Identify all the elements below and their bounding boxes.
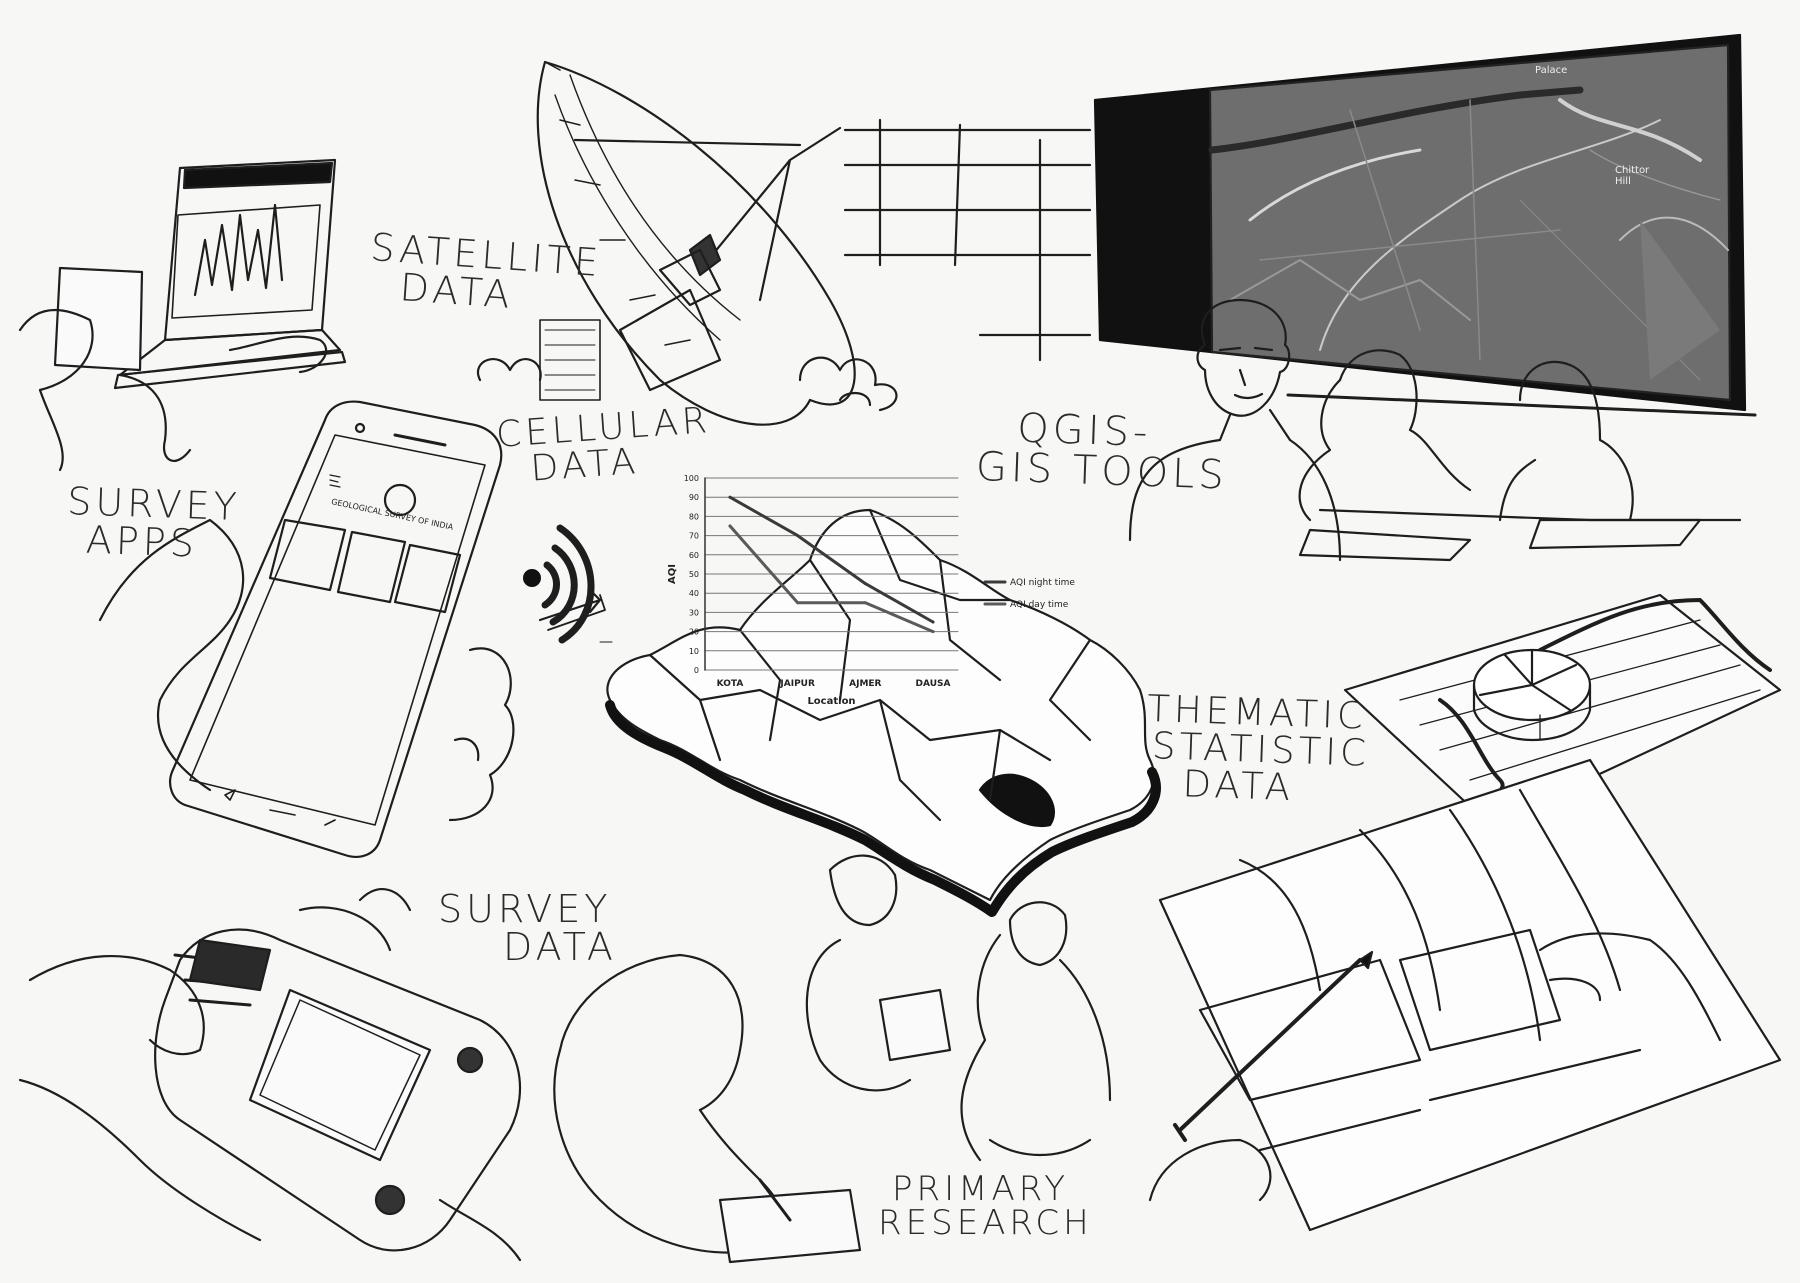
legend-label: AQI day time [1010,600,1069,610]
y-tick-label: 0 [694,666,699,675]
series-line [728,524,935,634]
data-point [728,524,732,528]
data-point [863,582,867,586]
phone-illustration [98,400,515,858]
label-survey-apps: SURVEY APPS [66,479,242,566]
data-point [931,620,935,624]
data-point [796,534,800,538]
screen-map-label-palace: Palace [1535,65,1568,76]
screen-map-label-chittor-hill: Chittor Hill [1615,165,1650,187]
thematic-paper-illustration [1343,593,1782,827]
y-axis-label: AQI [667,564,678,584]
y-tick-label: 100 [684,474,699,483]
y-tick-label: 40 [689,589,699,598]
y-tick-label: 90 [689,493,699,502]
y-tick-label: 70 [689,532,699,541]
y-tick-label: 10 [689,647,699,656]
primary-research-illustration [553,854,1112,1264]
region-map-illustration [599,508,1161,917]
x-axis-label: Location [807,696,855,707]
x-tick-label: KOTA [717,679,744,689]
projector-screen-illustration [1093,33,1757,417]
chart-gridlines [704,477,959,671]
laptop-illustration [18,158,347,472]
paper-map-illustration [1148,758,1782,1232]
label-survey-data: SURVEY DATA [438,887,617,969]
label-primary-research: PRIMARY RESEARCH [878,1169,1093,1243]
data-point [728,495,732,499]
label-qgis-gis-tools: QGIS- GIS TOOLS [975,405,1229,499]
legend-label: AQI night time [1010,578,1075,588]
x-tick-label: JAIPUR [779,679,815,689]
y-tick-label: 50 [689,570,699,579]
y-tick-label: 80 [689,512,699,521]
people-meeting-illustration [1128,298,1742,562]
data-point [796,601,800,605]
x-tick-label: AJMER [849,679,881,689]
y-tick-label: 20 [689,628,699,637]
signal-icon [523,524,606,644]
series-line [728,495,935,624]
label-satellite-data: SATELLITE DATA [369,225,604,317]
x-tick-label: DAUSA [916,679,951,689]
label-thematic-statistic-data: THEMATIC STATISTIC DATA [1146,687,1371,810]
satellite-dish-illustration [476,60,1092,426]
data-point [931,630,935,634]
label-cellular-data: CELLULAR DATA [494,400,713,490]
y-tick-label: 60 [689,551,699,560]
y-tick-label: 30 [689,608,699,617]
data-point [863,601,867,605]
handheld-device-illustration [18,888,522,1262]
